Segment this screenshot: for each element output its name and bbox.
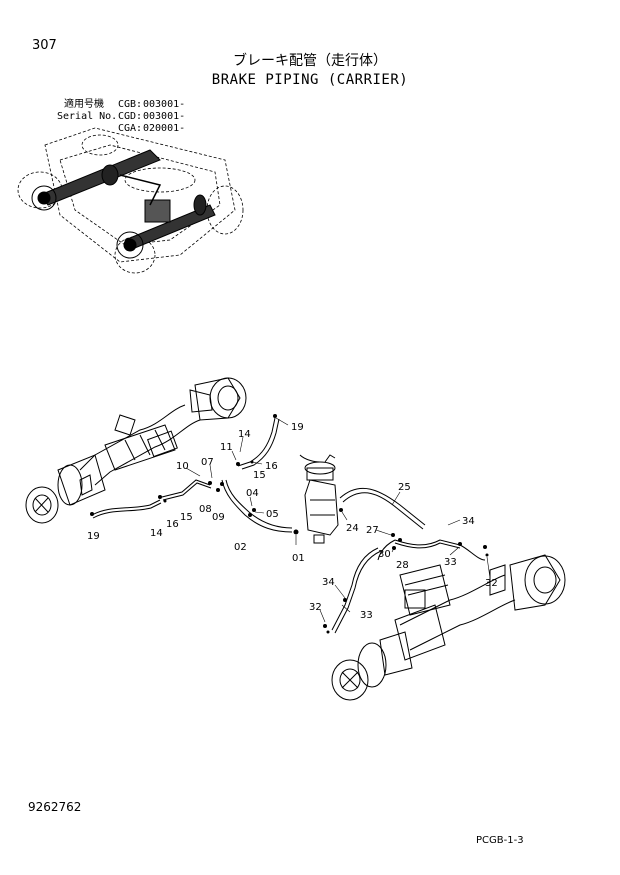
callout-15a: 15 bbox=[253, 470, 266, 481]
callout-25: 25 bbox=[398, 482, 411, 493]
callout-15b: 15 bbox=[180, 512, 193, 523]
callout-27: 27 bbox=[366, 525, 379, 536]
fittings bbox=[90, 414, 489, 634]
callout-labels: 19 14 11 16 15 10 07 08 09 04 05 14 16 1… bbox=[87, 422, 498, 621]
brake-valve-drawing bbox=[299, 454, 339, 544]
callout-34a: 34 bbox=[462, 516, 475, 527]
callout-33a: 33 bbox=[444, 557, 457, 568]
callout-34b: 34 bbox=[322, 577, 335, 588]
brake-pipes bbox=[91, 417, 486, 634]
serial-label-en: Serial No. bbox=[57, 111, 118, 122]
callout-28: 28 bbox=[396, 560, 409, 571]
callout-01: 01 bbox=[292, 553, 305, 564]
callout-19a: 19 bbox=[291, 422, 304, 433]
callout-14b: 14 bbox=[150, 528, 163, 539]
serial-label-jp: 適用号機 bbox=[64, 99, 104, 110]
page-number: 307 bbox=[32, 38, 57, 53]
callout-16b: 16 bbox=[166, 519, 179, 530]
leader-lines bbox=[185, 417, 491, 623]
serial-value-2: 003001- bbox=[143, 111, 186, 122]
serial-value-1: 003001- bbox=[143, 99, 186, 110]
front-axle-drawing bbox=[25, 377, 247, 524]
callout-05: 05 bbox=[266, 509, 279, 520]
callout-16a: 16 bbox=[265, 461, 278, 472]
callout-33b: 33 bbox=[360, 610, 373, 621]
title-english: BRAKE PIPING (CARRIER) bbox=[211, 72, 409, 88]
callout-32a: 32 bbox=[485, 578, 498, 589]
overview-thumbnail bbox=[17, 127, 244, 274]
callout-19b: 19 bbox=[87, 531, 100, 542]
title-japanese: ブレーキ配管（走行体） bbox=[233, 53, 387, 69]
callout-10: 10 bbox=[176, 461, 189, 472]
callout-24: 24 bbox=[346, 523, 359, 534]
callout-07: 07 bbox=[201, 457, 214, 468]
callout-09: 09 bbox=[212, 512, 225, 523]
rear-axle-drawing bbox=[331, 554, 566, 701]
document-number: 9262762 bbox=[28, 800, 82, 814]
callout-11: 11 bbox=[220, 442, 233, 453]
serial-code-3: CGA: bbox=[118, 123, 143, 134]
serial-code-1: CGB: bbox=[118, 99, 143, 110]
callout-04: 04 bbox=[246, 488, 259, 499]
serial-code-2: CGD: bbox=[118, 111, 143, 122]
callout-14a: 14 bbox=[238, 429, 251, 440]
serial-value-3: 020001- bbox=[143, 123, 186, 134]
callout-08: 08 bbox=[199, 504, 212, 515]
callout-32b: 32 bbox=[309, 602, 322, 613]
callout-30: 30 bbox=[378, 549, 391, 560]
page-code: PCGB-1-3 bbox=[476, 835, 524, 846]
callout-02: 02 bbox=[234, 542, 247, 553]
